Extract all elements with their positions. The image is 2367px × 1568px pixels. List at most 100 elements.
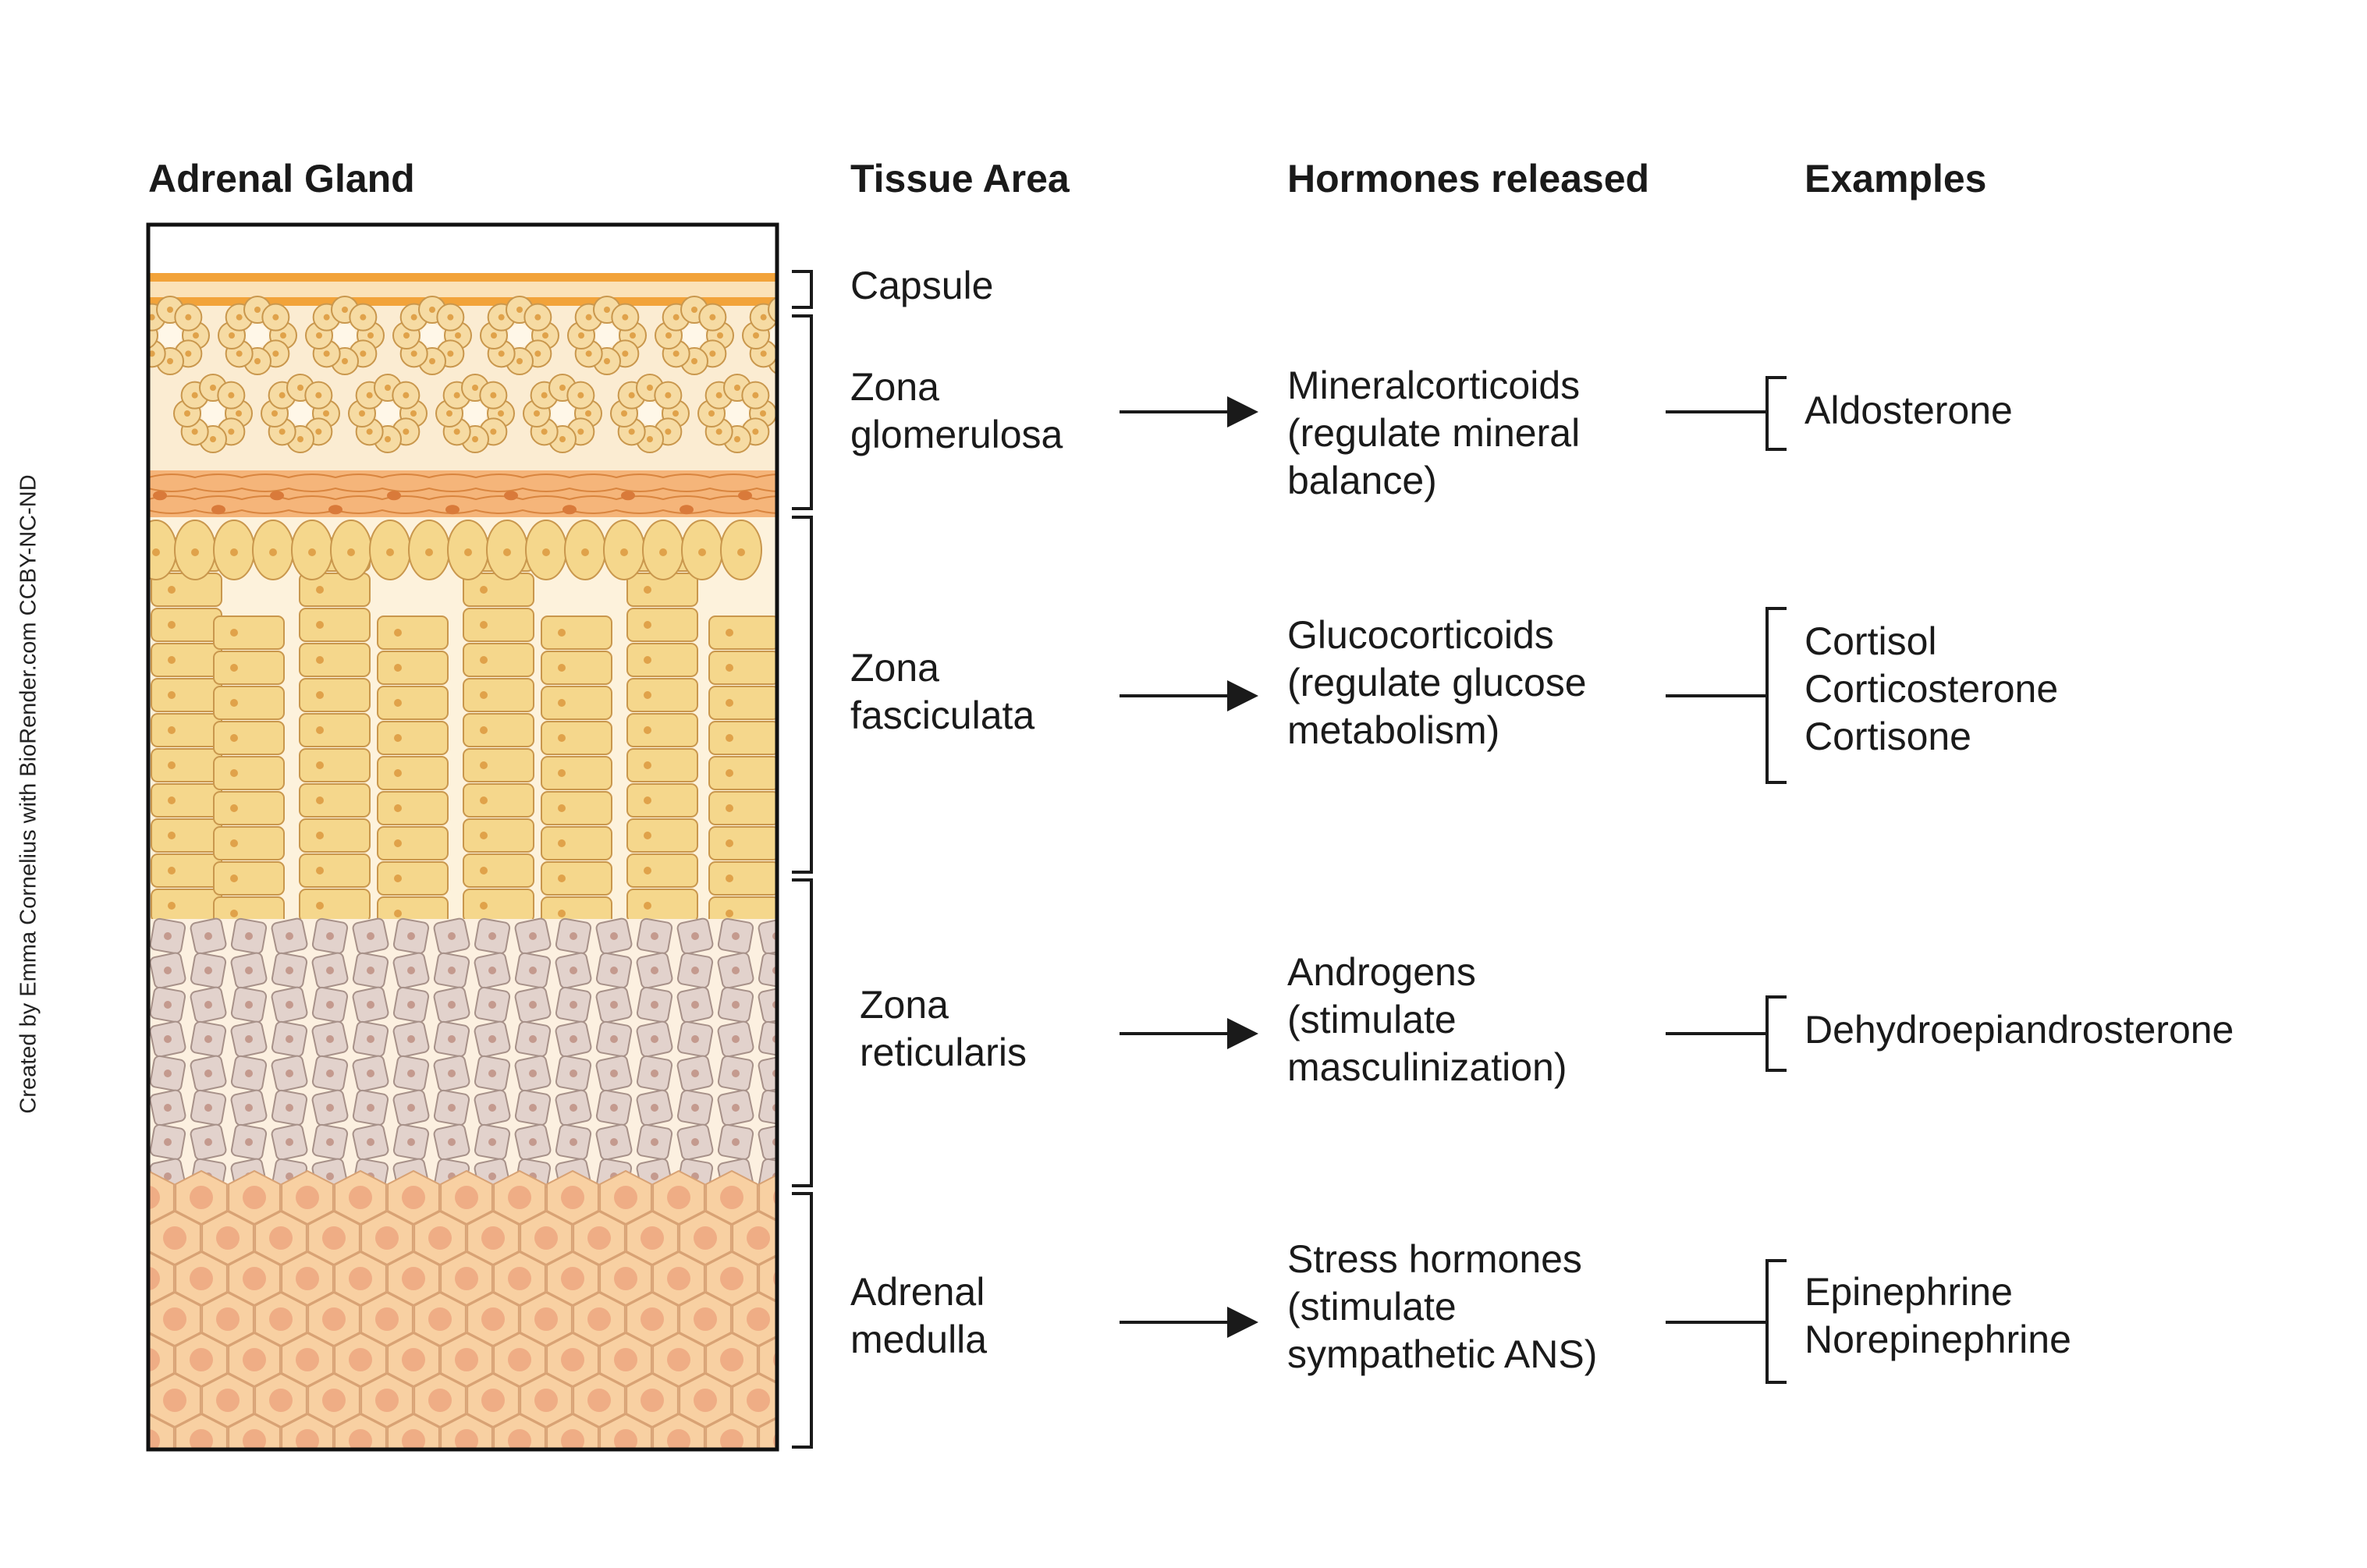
- bracket-fasciculata: [792, 516, 813, 874]
- reticularis-nucleus: [691, 1035, 699, 1043]
- reticularis-nucleus: [286, 1138, 293, 1146]
- glomerulosa-nucleus: [490, 428, 497, 435]
- reticularis-nucleus: [651, 967, 658, 974]
- fasciculata-cap-nucleus: [503, 548, 511, 556]
- medulla-nucleus: [667, 1186, 690, 1209]
- fasciculata-nucleus: [726, 629, 733, 637]
- reticularis-nucleus: [732, 967, 740, 974]
- fasciculata-nucleus: [644, 832, 651, 839]
- fasciculata-nucleus: [230, 874, 238, 882]
- reticularis-nucleus: [448, 1138, 456, 1146]
- glomerulosa-nucleus: [453, 392, 460, 399]
- fasciculata-cell: [377, 651, 449, 685]
- medulla-nucleus: [481, 1226, 505, 1250]
- glomerulosa-nucleus: [672, 350, 680, 357]
- fasciculata-nucleus: [558, 839, 566, 847]
- fibrous-nucleus: [504, 491, 518, 501]
- example-bracket-aldosterone: [1666, 376, 1787, 451]
- medulla-nucleus: [269, 1389, 293, 1412]
- medulla-nucleus: [349, 1429, 372, 1449]
- reticularis-nucleus: [691, 1138, 699, 1146]
- glomerulosa-nucleus: [760, 410, 766, 417]
- fasciculata-nucleus: [168, 726, 176, 734]
- fasciculata-cell: [377, 826, 449, 860]
- reticularis-nucleus: [326, 1070, 334, 1077]
- reticularis-nucleus: [204, 1070, 212, 1077]
- glomerulosa-nucleus: [148, 350, 155, 357]
- reticularis-nucleus: [164, 932, 172, 940]
- bracket-medulla: [792, 1192, 813, 1449]
- reticularis-nucleus: [164, 967, 172, 974]
- fasciculata-cap-nucleus: [152, 548, 160, 556]
- reticularis-nucleus: [204, 1001, 212, 1009]
- tissue-reticularis-line-2: reticularis: [860, 1031, 1027, 1074]
- fasciculata-cell: [151, 853, 222, 888]
- fibrous-nucleus: [211, 505, 225, 515]
- reticularis-nucleus: [245, 1035, 253, 1043]
- fasciculata-cap-nucleus: [464, 548, 472, 556]
- reticularis-nucleus: [286, 1104, 293, 1112]
- medulla-nucleus: [296, 1267, 319, 1290]
- fasciculata-cell: [377, 861, 449, 896]
- fasciculata-nucleus: [558, 734, 566, 742]
- glomerulosa-nucleus: [148, 314, 155, 321]
- glomerulosa-nucleus: [472, 436, 478, 442]
- glomerulosa-nucleus: [429, 307, 435, 313]
- fasciculata-nucleus: [230, 769, 238, 777]
- fasciculata-nucleus: [316, 832, 324, 839]
- glomerulosa-nucleus: [359, 410, 365, 417]
- reticularis-nucleus: [488, 932, 496, 940]
- medulla-nucleus: [455, 1186, 478, 1209]
- medulla-cell: [758, 1174, 777, 1221]
- fasciculata-cell: [541, 861, 612, 896]
- hormone-fasciculata-line-2: (regulate glucose: [1287, 661, 1587, 704]
- glomerulosa-nucleus: [191, 428, 198, 435]
- fasciculata-cell: [708, 615, 777, 650]
- fasciculata-cell: [626, 678, 698, 712]
- reticularis-nucleus: [488, 1138, 496, 1146]
- glomerulosa-nucleus: [167, 307, 173, 313]
- fasciculata-cell: [377, 615, 449, 650]
- glomerulosa-nucleus: [410, 350, 417, 357]
- fibrous-band: [148, 470, 777, 517]
- glomerulosa-nucleus: [367, 332, 374, 339]
- glomerulosa-lumen: [508, 324, 531, 347]
- medulla-nucleus: [694, 1226, 717, 1250]
- fasciculata-nucleus: [316, 796, 324, 804]
- fasciculata-nucleus: [480, 796, 488, 804]
- fasciculata-nucleus: [480, 726, 488, 734]
- reticularis-nucleus: [448, 1104, 456, 1112]
- fasciculata-cell: [463, 643, 534, 677]
- fasciculata-cell: [213, 686, 285, 720]
- medulla-nucleus: [190, 1267, 213, 1290]
- medulla-nucleus: [614, 1429, 637, 1449]
- fasciculata-nucleus: [394, 910, 402, 917]
- tissue-label-glomerulosa: Zona glomerulosa: [850, 364, 1063, 459]
- reticularis-nucleus: [570, 1138, 577, 1146]
- hormone-glomerulosa-line-1: Mineralcorticoids: [1287, 364, 1581, 407]
- fasciculata-cell: [626, 889, 698, 923]
- reticularis-nucleus: [610, 1138, 618, 1146]
- fasciculata-nucleus: [480, 867, 488, 874]
- glomerulosa-nucleus: [403, 332, 410, 339]
- medulla-nucleus: [561, 1267, 584, 1290]
- reticularis-nucleus: [488, 1035, 496, 1043]
- tissue-fasciculata-line-1: Zona: [850, 646, 939, 690]
- reticularis-nucleus: [610, 967, 618, 974]
- zona-reticularis-layer: [148, 917, 777, 1195]
- tissue-glomerulosa-line-1: Zona: [850, 365, 939, 409]
- hormone-label-mineralcorticoids: Mineralcorticoids (regulate mineral bala…: [1287, 362, 1580, 505]
- reticularis-nucleus: [204, 932, 212, 940]
- reticularis-nucleus: [367, 1138, 374, 1146]
- glomerulosa-nucleus: [271, 410, 278, 417]
- reticularis-nucleus: [732, 1138, 740, 1146]
- medulla-nucleus: [481, 1307, 505, 1331]
- fasciculata-nucleus: [644, 867, 651, 874]
- fasciculata-cell: [299, 573, 371, 607]
- hormone-reticularis-line-1: Androgens: [1287, 950, 1476, 994]
- glomerulosa-lumen: [158, 324, 182, 347]
- glomerulosa-nucleus: [184, 410, 190, 417]
- medulla-nucleus: [720, 1348, 743, 1371]
- glomerulosa-nucleus: [622, 350, 629, 357]
- reticularis-nucleus: [245, 1001, 253, 1009]
